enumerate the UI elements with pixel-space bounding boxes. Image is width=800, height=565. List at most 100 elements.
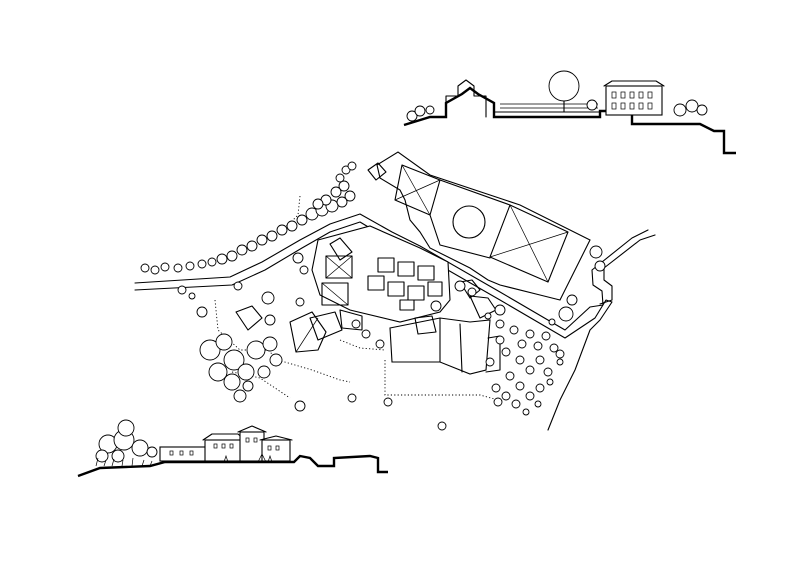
tree bbox=[548, 70, 580, 102]
tree bbox=[185, 261, 195, 271]
tree bbox=[208, 362, 228, 382]
tree bbox=[361, 329, 371, 339]
tree bbox=[495, 335, 505, 345]
tree bbox=[261, 291, 275, 305]
tree bbox=[430, 300, 442, 312]
site-plan bbox=[134, 151, 656, 431]
tree bbox=[199, 339, 221, 361]
tree bbox=[535, 383, 545, 393]
tree bbox=[233, 281, 243, 291]
tree bbox=[196, 306, 208, 318]
tree bbox=[347, 161, 357, 171]
tree bbox=[344, 190, 356, 202]
tree bbox=[485, 357, 495, 367]
tree bbox=[555, 349, 565, 359]
villa-elevation bbox=[603, 80, 665, 116]
tree bbox=[541, 331, 551, 341]
tree bbox=[286, 220, 298, 232]
tree bbox=[236, 244, 248, 256]
tree bbox=[546, 378, 554, 386]
tree bbox=[594, 260, 606, 272]
tree bbox=[543, 367, 553, 377]
tree bbox=[589, 245, 603, 259]
tree bbox=[299, 265, 309, 275]
tree bbox=[467, 287, 477, 297]
tree bbox=[223, 349, 245, 371]
tree bbox=[525, 391, 535, 401]
tree bbox=[257, 365, 271, 379]
elevation-section-bottom bbox=[77, 419, 388, 478]
tree bbox=[237, 363, 255, 381]
tree bbox=[525, 365, 535, 375]
tree bbox=[262, 336, 278, 352]
tree bbox=[505, 371, 515, 381]
tree bbox=[295, 297, 305, 307]
tree bbox=[216, 253, 228, 265]
tree bbox=[515, 355, 525, 365]
tree bbox=[515, 381, 525, 391]
tree bbox=[215, 333, 233, 351]
courtyard-circle bbox=[452, 205, 486, 239]
tree bbox=[256, 234, 268, 246]
tree bbox=[558, 306, 574, 322]
tree bbox=[312, 198, 324, 210]
trees bbox=[140, 161, 606, 431]
tree bbox=[197, 259, 207, 269]
tree bbox=[188, 292, 196, 300]
tree bbox=[347, 393, 357, 403]
tree bbox=[246, 340, 266, 360]
tree bbox=[246, 240, 258, 252]
tree bbox=[338, 180, 350, 192]
tree bbox=[437, 421, 447, 431]
tree bbox=[383, 397, 393, 407]
tree bbox=[522, 408, 530, 416]
tree bbox=[556, 358, 564, 366]
tree bbox=[335, 173, 345, 183]
tree bbox=[330, 186, 342, 198]
tree bbox=[269, 353, 283, 367]
tree bbox=[501, 347, 511, 357]
tree bbox=[533, 341, 543, 351]
tree bbox=[351, 319, 361, 329]
tree bbox=[264, 314, 276, 326]
tree bbox=[491, 383, 501, 393]
tree bbox=[160, 262, 170, 272]
tree bbox=[509, 325, 519, 335]
elevation-section-top bbox=[403, 70, 736, 155]
tree bbox=[294, 400, 306, 412]
tree bbox=[549, 343, 559, 353]
tree bbox=[494, 304, 506, 316]
tree bbox=[484, 312, 492, 320]
tree bbox=[525, 329, 535, 339]
central-building bbox=[311, 225, 497, 323]
tree bbox=[140, 263, 150, 273]
tree bbox=[173, 263, 183, 273]
tree bbox=[207, 257, 217, 267]
tree bbox=[296, 214, 308, 226]
tree bbox=[276, 224, 288, 236]
tree bbox=[226, 250, 238, 262]
tree bbox=[292, 252, 304, 264]
tree bbox=[375, 339, 385, 349]
tree bbox=[242, 380, 254, 392]
tree bbox=[566, 294, 578, 306]
tree bbox=[501, 391, 511, 401]
tree bbox=[517, 339, 527, 349]
main-building-complex bbox=[367, 151, 591, 301]
tree bbox=[336, 196, 348, 208]
tree bbox=[233, 389, 247, 403]
property-boundaries bbox=[214, 195, 499, 401]
tree bbox=[341, 165, 351, 175]
tree bbox=[535, 355, 545, 365]
tree bbox=[548, 318, 556, 326]
tree bbox=[534, 400, 542, 408]
tree bbox=[177, 285, 187, 295]
tree bbox=[454, 280, 466, 292]
tree bbox=[493, 397, 503, 407]
tree bbox=[150, 265, 160, 275]
chapel-elevation bbox=[445, 79, 487, 118]
tree bbox=[511, 399, 521, 409]
tree bbox=[223, 373, 241, 391]
tree bbox=[495, 319, 505, 329]
